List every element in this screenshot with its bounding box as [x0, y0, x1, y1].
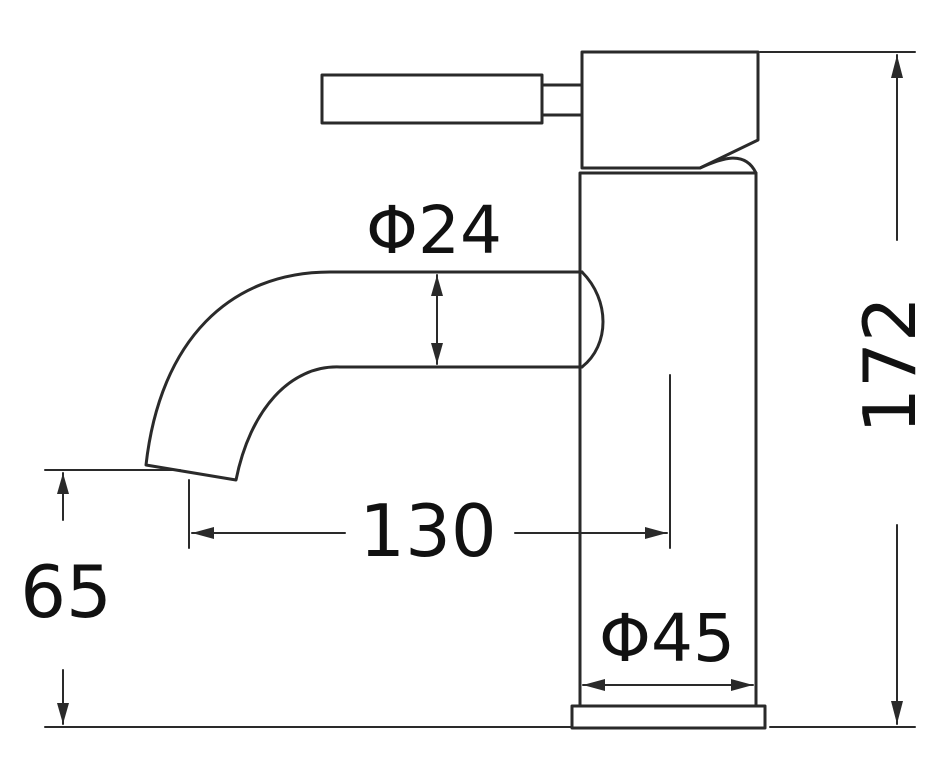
faucet-outline — [144, 50, 767, 730]
spout-diameter-label: Φ24 — [366, 192, 502, 269]
dim-total-height: 172 — [759, 51, 932, 728]
spout-height-label: 65 — [20, 550, 112, 634]
handle-lever — [320, 73, 544, 125]
total-height-label: 172 — [848, 296, 932, 433]
dim-spout-height: 65 — [20, 469, 573, 728]
cartridge-cap — [580, 50, 760, 170]
dim-spout-diameter: Φ24 — [366, 192, 502, 365]
spout-end-bulge — [580, 270, 605, 369]
dim-body-diameter: Φ45 — [582, 600, 754, 691]
spout-reach-label: 130 — [359, 489, 496, 573]
body-column — [578, 171, 758, 708]
body-diameter-label: Φ45 — [599, 600, 735, 677]
base-plate — [570, 704, 767, 730]
cap-curve — [698, 156, 758, 175]
spout — [144, 270, 584, 482]
handle-connector — [540, 83, 584, 117]
dim-spout-reach: 130 — [188, 374, 671, 573]
